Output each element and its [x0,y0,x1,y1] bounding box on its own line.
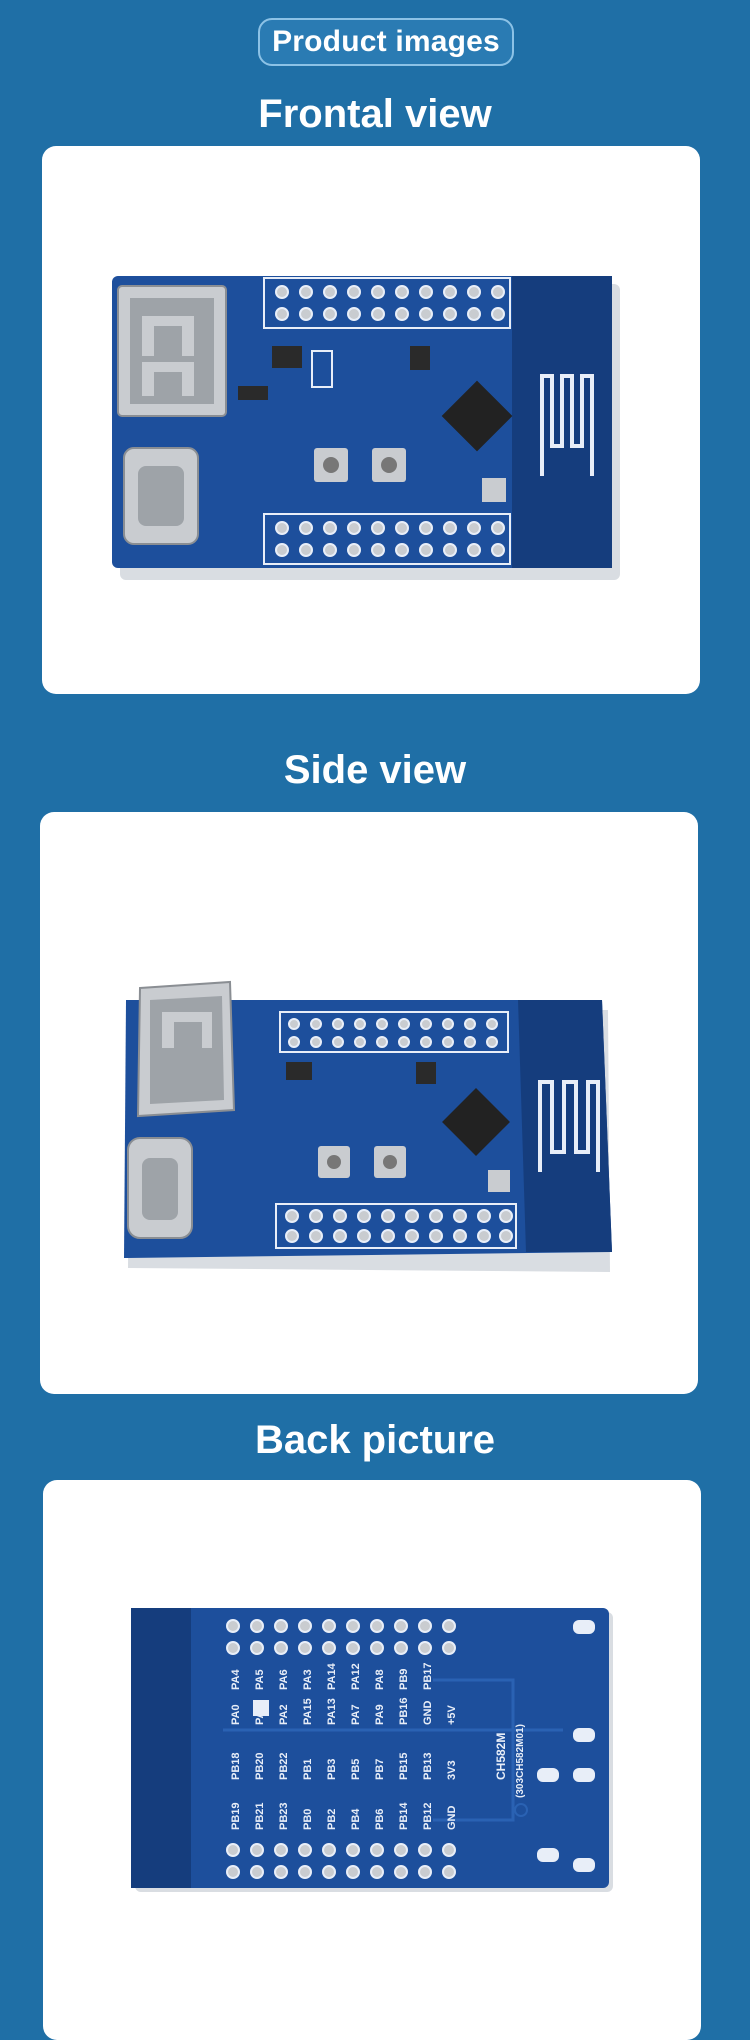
back-pin-label: GND [422,1701,434,1726]
back-pin-label: PB1 [302,1759,314,1780]
back-pin-label: PB2 [326,1809,338,1830]
back-pin-label: PA3 [302,1669,314,1690]
back-pin-label: PA2 [278,1704,290,1725]
back-pin-label: GND [446,1806,458,1831]
chip-sub-label: (303CH582M01) [515,1724,526,1798]
back-pin-label: PA7 [350,1704,362,1725]
back-pin-label: PB16 [398,1697,410,1725]
back-pin-label: PB23 [278,1802,290,1830]
chip-label: CH582M [494,1733,508,1780]
back-pin-label: PA9 [374,1704,386,1725]
side-view-card [40,812,698,1394]
back-pin-label: PB22 [278,1752,290,1780]
back-pin-label: 3V3 [446,1760,458,1780]
back-pin-label: PA4 [230,1669,242,1690]
back-pin-label: PB13 [422,1752,434,1780]
back-pin-label: PB9 [398,1669,410,1690]
back-pin-label: PA13 [326,1698,338,1725]
back-pin-label: PB17 [422,1662,434,1690]
back-pin-label: PA14 [326,1662,338,1690]
back-pin-label: PB12 [422,1802,434,1830]
back-pin-label: PA12 [350,1663,362,1690]
back-pin-label: PB15 [398,1752,410,1780]
back-pin-label: PB18 [230,1752,242,1780]
back-pin-label: PA0 [230,1704,242,1725]
back-pin-label: PB5 [350,1759,362,1780]
back-pin-label: PA15 [302,1698,314,1725]
back-picture-card: PA4 PA5 PA6 PA3 PA14 PA12 PA8 PB9 PB17 P… [43,1480,701,2040]
back-board-image: PA4 PA5 PA6 PA3 PA14 PA12 PA8 PB9 PB17 P… [131,1608,613,1892]
back-pin-label: PB21 [254,1802,266,1830]
back-pin-label: PA6 [278,1669,290,1690]
badge-label: Product images [272,25,500,58]
frontal-board-image [112,276,620,580]
back-pin-label: PB14 [398,1802,410,1830]
section-title-back: Back picture [254,1418,496,1462]
back-pin-label: PA5 [254,1669,266,1690]
back-pin-label: PA8 [374,1669,386,1690]
back-pin-label: +5V [446,1704,458,1725]
product-images-badge: Product images [258,18,514,66]
frontal-view-card [42,146,700,694]
back-pin-label: PB3 [326,1759,338,1780]
section-title-frontal: Frontal view [258,92,492,136]
back-pin-label: PB19 [230,1802,242,1830]
back-pin-label: PB20 [254,1752,266,1780]
section-title-side: Side view [283,748,467,792]
side-board-image [124,980,612,1272]
back-pin-label: PB6 [374,1809,386,1830]
back-pin-label: PB4 [350,1808,362,1830]
back-pin-label: PB7 [374,1759,386,1780]
back-pin-label: PB0 [302,1809,314,1830]
